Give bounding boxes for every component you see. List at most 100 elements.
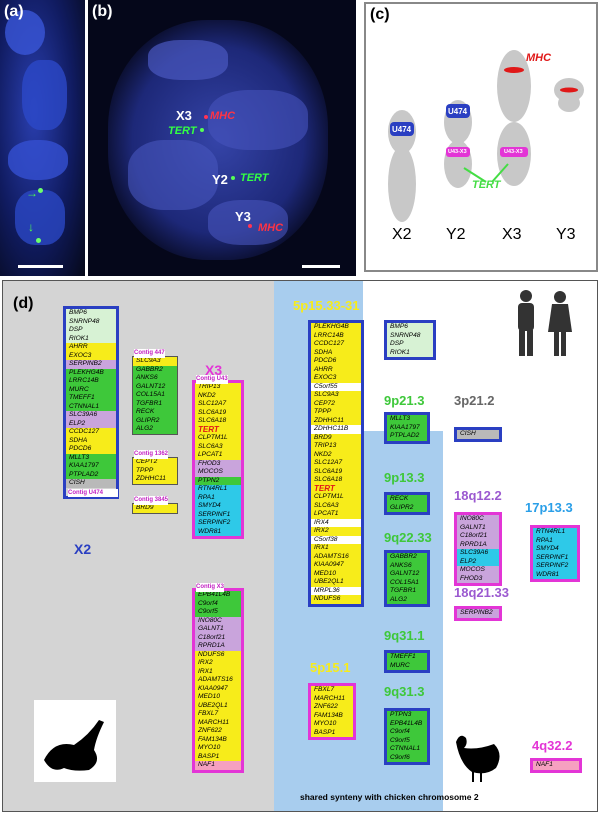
gene-march11: MARCH11 [195,718,241,727]
gene-murc: MURC [387,661,427,670]
gene-c9orf6: C9orf6 [387,753,427,762]
label-x2: X2 [74,541,92,557]
gene-cept2: CEPT2 [133,458,177,467]
gene-ptpn3: PTPN3 [387,711,427,720]
gene-cish: CISH [457,430,499,439]
gene-slc6a19: SLC6A19 [311,467,361,476]
gene-ndufs6: NDUFS6 [311,595,361,604]
gene-irx1: IRX1 [311,544,361,553]
gene-slc39a6: SLC39A6 [457,549,499,558]
label-mhc: MHC [258,222,284,234]
gene-reck: RECK [387,495,427,504]
gene-c18orf21: C18orf21 [457,532,499,541]
gene-sdha: SDHA [66,436,116,445]
gene-elp2: ELP2 [66,419,116,428]
gene-kiaa0947: KIAA0947 [311,561,361,570]
gene-gabbr2: GABBR2 [387,553,427,562]
gene-alg2: ALG2 [387,595,427,604]
gene-slc12a7: SLC12A7 [311,459,361,468]
gene-mllt3: MLLT3 [66,453,116,462]
label-u43-x3: U43-X3 [448,149,467,155]
gene-exoc3: EXOC3 [66,351,116,360]
gene-rtn4rl1: RTN4RL1 [195,485,241,494]
gene-kiaa1797: KIAA1797 [66,462,116,471]
gene-wdr81: WDR81 [195,527,241,536]
scale-bar [302,265,340,268]
label-u474: U474 [392,125,412,134]
gene-nkd2: NKD2 [311,450,361,459]
gene-glipr2: GLIPR2 [133,416,177,425]
label-mhc: MHC [526,52,552,64]
gene-lrrc14b: LRRC14B [66,377,116,386]
locus-17p13-3: 17p13.3 [525,500,573,515]
panel-c-label: (c) [370,6,390,23]
gene-serpinb2: SERPINB2 [66,360,116,369]
locus-9q31-3: 9q31.3 [384,684,425,699]
gene-adamts16: ADAMTS16 [311,552,361,561]
panel-a-label: (a) [4,3,24,20]
arrow-icon: ↓ [28,220,34,234]
gene-exoc3: EXOC3 [311,374,361,383]
gene-smyd4: SMYD4 [195,502,241,511]
gene-irx2: IRX2 [195,659,241,668]
gene-med10: MED10 [195,693,241,702]
label-x3: X3 [205,362,223,378]
label-mhc: MHC [210,110,236,122]
gene-ino80c: INO80C [457,515,499,524]
gene-c9orf4: C9orf4 [195,599,241,608]
gene-galnt12: GALNT12 [387,570,427,579]
label-y2: Y2 [212,172,228,187]
label-u474: U474 [448,107,468,116]
contig-tag: Contig 3845 [134,496,169,505]
gene-pdcd6: PDCD6 [311,357,361,366]
locus-3p21-2: 3p21.2 [454,393,495,408]
gene-ptplad2: PTPLAD2 [66,470,116,479]
gene-glipr2: GLIPR2 [387,503,427,512]
gene-mocos: MOCOS [195,468,241,477]
gene-fhod3: FHOD3 [195,459,241,468]
gene-myo10: MYO10 [311,720,353,729]
label-y2: Y2 [446,226,466,243]
panel-c: (c) U474 U474 U43-X3 U43-X3 MHC TERT X2 … [364,2,598,272]
gene-galnt1: GALNT1 [457,523,499,532]
chicken-icon [448,728,508,786]
gene-serpinf2: SERPINF2 [533,562,577,571]
gene-fam134b: FAM134B [311,711,353,720]
locus-4q32-2: 4q32.2 [532,738,573,753]
gene-c9orf4: C9orf4 [387,728,427,737]
gene-zdhhc11: ZDHHC11 [133,475,177,484]
gene-slc6a3: SLC6A3 [311,501,361,510]
contig-tag: Contig 1362 [134,450,169,459]
label-y3: Y3 [556,226,576,243]
caption: shared synteny with chicken chromosome 2 [300,792,479,802]
gene-bmp6: BMP6 [387,323,433,332]
gene-col15a1: COL15A1 [387,578,427,587]
label-y3: Y3 [235,209,251,224]
gene-c5orf55: C5orf55 [311,382,361,391]
gene-cish: CISH [66,479,116,488]
gene-ptplad2: PTPLAD2 [387,432,427,441]
human-3p21: CISH [454,427,502,442]
gene-rpa1: RPA1 [533,536,577,545]
label-x2: X2 [392,226,412,243]
gene-ube2ql1: UBE2QL1 [311,578,361,587]
gene-epb41l4b: EPB41L4B [195,591,241,600]
gene-ptpn2: PTPN2 [195,476,241,485]
gene-lpcat1: LPCAT1 [195,451,241,460]
gene-irx1: IRX1 [195,667,241,676]
gene-epb41l4b: EPB41L4B [387,719,427,728]
locus-5p15-1: 5p15.1 [310,660,351,675]
arrow-icon: → [26,186,38,200]
gene-clptm1l: CLPTM1L [311,493,361,502]
gene-ccdc127: CCDC127 [311,340,361,349]
gene-trip13: TRIP13 [311,442,361,451]
gene-med10: MED10 [311,569,361,578]
gene-bmp6: BMP6 [66,309,116,318]
gene-rtn4rl1: RTN4RL1 [533,528,577,537]
